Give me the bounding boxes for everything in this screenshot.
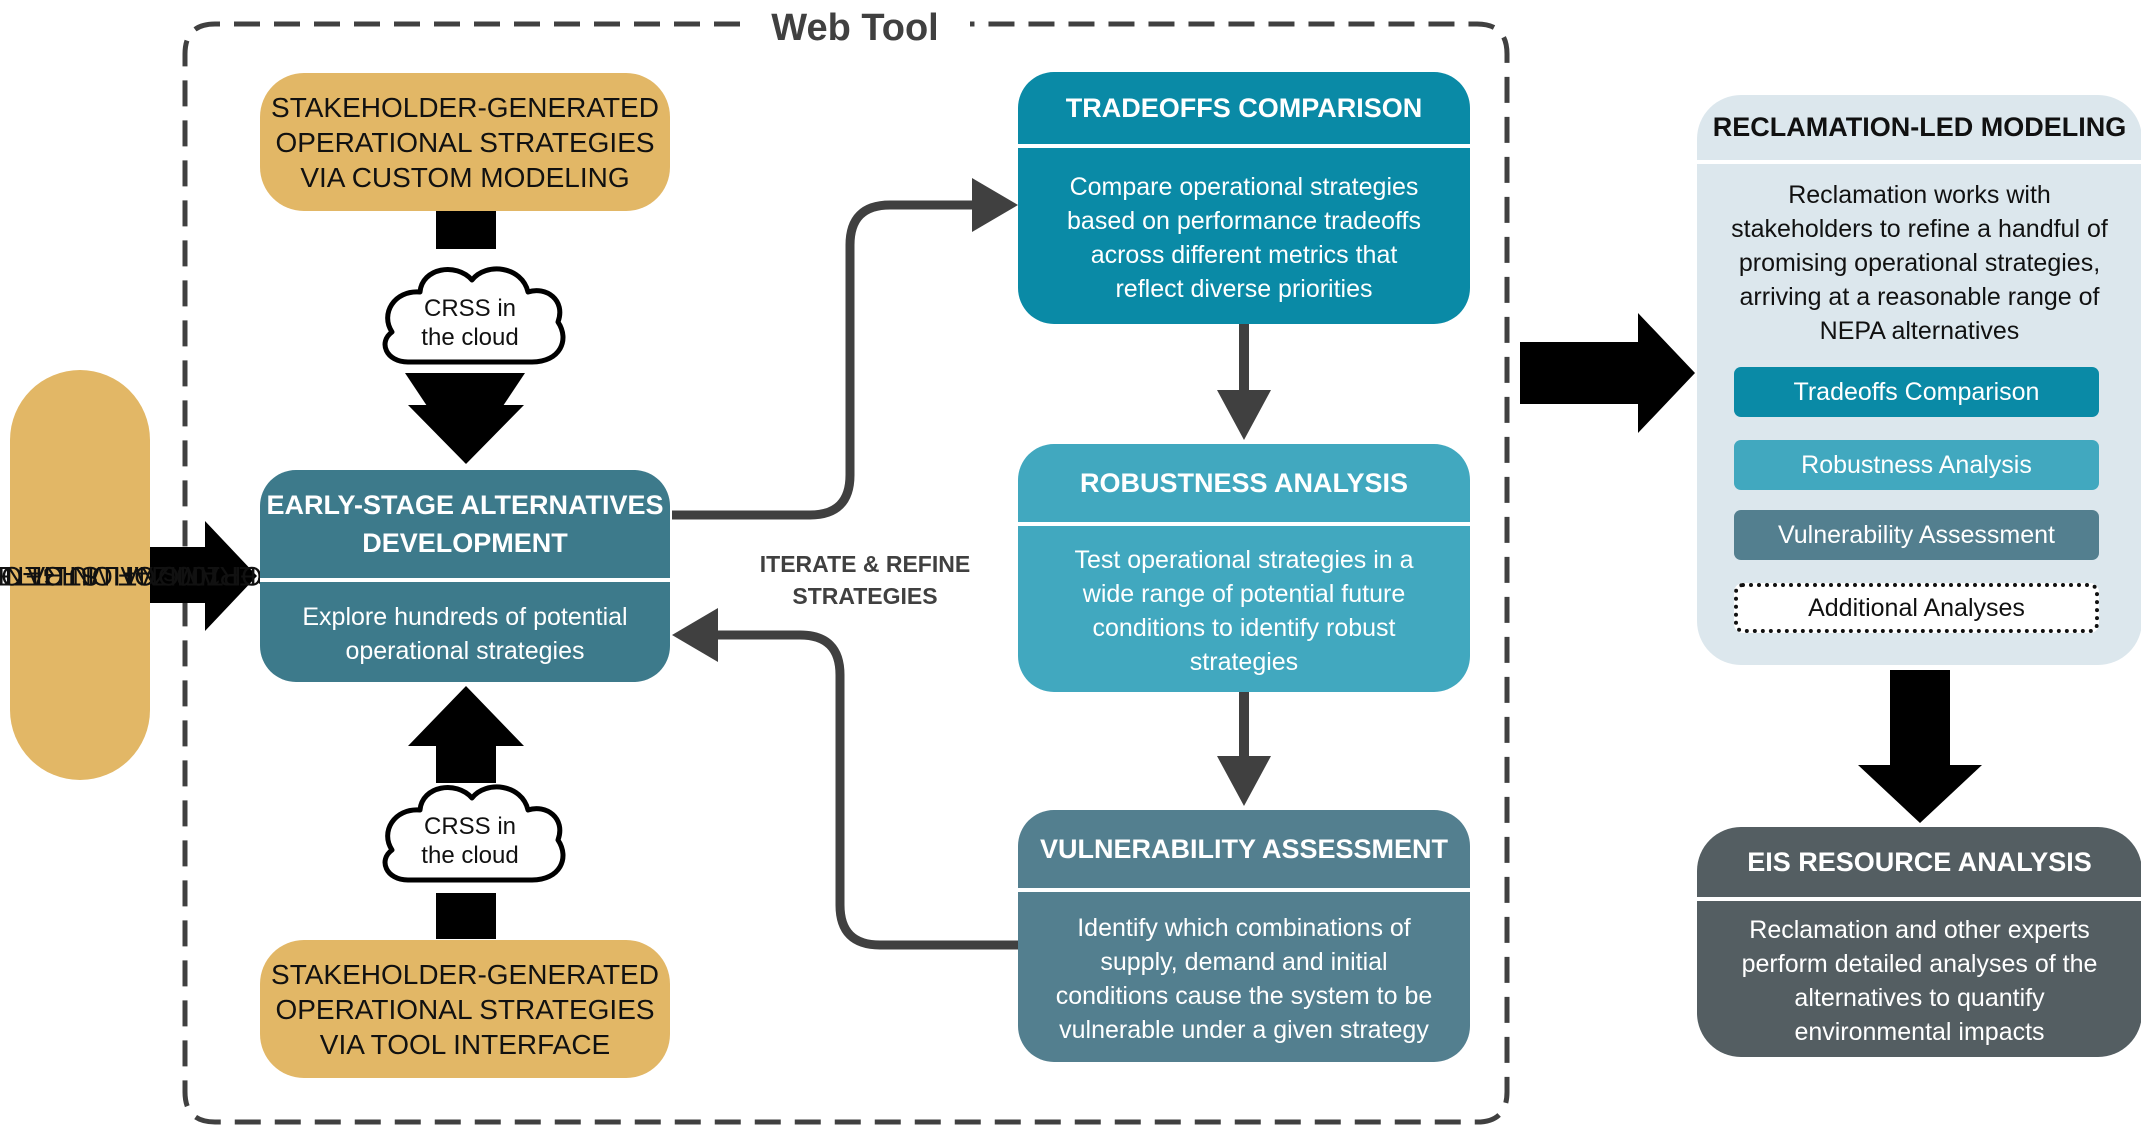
- robustness-line-2: wide range of potential future: [1082, 580, 1406, 608]
- bottom-source-line-2: OPERATIONAL STRATEGIES: [275, 993, 655, 1025]
- eis-line-2: perform detailed analyses of the: [1741, 950, 2098, 978]
- reclamation-line-2: stakeholders to refine a handful of: [1731, 215, 2108, 243]
- early-body-line-2: operational strategies: [345, 637, 585, 665]
- early-title-line-2: DEVELOPMENT: [362, 528, 568, 558]
- early-stage-body: Explore hundreds of potential operationa…: [260, 578, 670, 682]
- vulnerability-title: VULNERABILITY ASSESSMENT: [1039, 833, 1449, 864]
- cloud-label-top: CRSS in the cloud: [395, 290, 545, 356]
- tradeoffs-line-4: reflect diverse priorities: [1115, 275, 1373, 303]
- early-stage-header: EARLY-STAGE ALTERNATIVES DEVELOPMENT: [260, 470, 670, 578]
- robustness-line-3: conditions to identify robust: [1092, 614, 1396, 642]
- eis-title: EIS RESOURCE ANALYSIS: [1747, 846, 2092, 877]
- cloud-label-bottom: CRSS in the cloud: [395, 808, 545, 874]
- reclamation-line-5: NEPA alternatives: [1819, 317, 2020, 345]
- reclamation-item-additional: Additional Analyses: [1734, 583, 2099, 633]
- robustness-analysis-card: ROBUSTNESS ANALYSIS Test operational str…: [1018, 444, 1470, 692]
- cloud-icon-bottom: [382, 784, 566, 883]
- reclamation-line-1: Reclamation works with: [1788, 181, 2051, 209]
- arrow-reclamation-to-eis: [1858, 670, 1982, 823]
- tool-interface-source: STAKEHOLDER-GENERATED OPERATIONAL STRATE…: [260, 940, 670, 1078]
- tradeoffs-line-2: based on performance tradeoffs: [1067, 207, 1421, 235]
- top-connector-stem: [436, 205, 496, 249]
- connector-robust-to-vuln-stem: [1239, 692, 1249, 762]
- cloud-icon-top: [382, 266, 566, 365]
- web-tool-title: Web Tool: [740, 0, 970, 56]
- reclamation-item-robustness: Robustness Analysis: [1734, 440, 2099, 490]
- eis-line-4: environmental impacts: [1794, 1018, 2045, 1046]
- arrowhead-into-robust: [1217, 390, 1271, 440]
- vulnerability-body: Identify which combinations of supply, d…: [1018, 888, 1470, 1062]
- early-stage-card: EARLY-STAGE ALTERNATIVES DEVELOPMENT Exp…: [260, 470, 670, 682]
- custom-modeling-source: STAKEHOLDER-GENERATED OPERATIONAL STRATE…: [260, 73, 670, 211]
- eis-body: Reclamation and other experts perform de…: [1697, 897, 2141, 1057]
- cloud-bottom-line-2: the cloud: [421, 842, 519, 869]
- arrowhead-into-early: [672, 608, 718, 662]
- connector-early-to-tradeoffs: [672, 200, 975, 520]
- robustness-body: Test operational strategies in a wide ra…: [1018, 522, 1470, 692]
- eis-line-1: Reclamation and other experts: [1749, 916, 2090, 944]
- bottom-connector-stem: [436, 893, 496, 939]
- arrow-from-left-input: [148, 521, 257, 631]
- top-source-line-2: OPERATIONAL STRATEGIES: [275, 126, 655, 158]
- vulnerability-line-3: conditions cause the system to be: [1055, 982, 1433, 1010]
- robustness-title: ROBUSTNESS ANALYSIS: [1079, 467, 1409, 498]
- arrow-into-early-top: [408, 376, 524, 464]
- vulnerability-line-2: supply, demand and initial: [1100, 948, 1388, 976]
- top-source-line-1: STAKEHOLDER-GENERATED: [271, 91, 659, 123]
- arrowhead-into-tradeoffs: [972, 178, 1018, 232]
- vulnerability-line-1: Identify which combinations of: [1077, 914, 1411, 942]
- tradeoffs-line-1: Compare operational strategies: [1069, 173, 1419, 201]
- tradeoffs-body: Compare operational strategies based on …: [1018, 144, 1470, 324]
- iterate-line-1: ITERATE & REFINE: [759, 551, 971, 577]
- cloud-top-line-1: CRSS in: [423, 295, 517, 322]
- reclamation-modeling-panel: RECLAMATION-LED MODELING Reclamation wor…: [1697, 95, 2141, 665]
- reclamation-item-tradeoffs: Tradeoffs Comparison: [1734, 367, 2099, 417]
- tradeoffs-comparison-card: TRADEOFFS COMPARISON Compare operational…: [1018, 72, 1470, 324]
- eis-line-3: alternatives to quantify: [1794, 984, 2045, 1012]
- vulnerability-line-4: vulnerable under a given strategy: [1059, 1016, 1429, 1044]
- bottom-source-line-1: STAKEHOLDER-GENERATED: [271, 958, 659, 990]
- tradeoffs-line-3: across different metrics that: [1090, 241, 1398, 269]
- left-input-line-3: OPERATIONAL STRATEGIES: [0, 560, 296, 591]
- reclamation-item-vulnerability: Vulnerability Assessment: [1734, 510, 2099, 560]
- tradeoffs-title: TRADEOFFS COMPARISON: [1065, 92, 1423, 123]
- reclamation-title: RECLAMATION-LED MODELING: [1712, 112, 2127, 142]
- iterate-line-2: STRATEGIES: [792, 583, 938, 609]
- iterate-refine-label: ITERATE & REFINE STRATEGIES: [735, 545, 995, 615]
- arrow-into-early-bottom: [408, 686, 524, 783]
- optimization-strategies-input: 100s OF MULTI-OBJECTIVE OPTIMIZATION-GEN…: [0, 370, 296, 780]
- reclamation-line-3: promising operational strategies,: [1738, 249, 2101, 277]
- eis-resource-analysis-card: EIS RESOURCE ANALYSIS Reclamation and ot…: [1697, 827, 2141, 1057]
- web-tool-boundary: [182, 21, 1510, 1125]
- reclamation-body: Reclamation works with stakeholders to r…: [1697, 160, 2141, 348]
- connector-trade-to-robust-stem: [1239, 324, 1249, 396]
- arrow-webtool-to-reclamation: [1520, 313, 1695, 433]
- robustness-line-4: strategies: [1189, 648, 1299, 676]
- vulnerability-assessment-card: VULNERABILITY ASSESSMENT Identify which …: [1018, 810, 1470, 1062]
- cloud-top-line-2: the cloud: [421, 324, 519, 351]
- early-title-line-1: EARLY-STAGE ALTERNATIVES: [266, 490, 664, 520]
- connector-vuln-to-early: [715, 630, 1018, 950]
- top-source-line-3: VIA CUSTOM MODELING: [300, 161, 630, 193]
- reclamation-line-4: arriving at a reasonable range of: [1739, 283, 2100, 311]
- cloud-bottom-line-1: CRSS in: [423, 813, 517, 840]
- bottom-source-line-3: VIA TOOL INTERFACE: [319, 1028, 611, 1060]
- arrowhead-into-vuln: [1217, 756, 1271, 806]
- early-body-line-1: Explore hundreds of potential: [302, 603, 628, 631]
- robustness-line-1: Test operational strategies in a: [1074, 546, 1414, 574]
